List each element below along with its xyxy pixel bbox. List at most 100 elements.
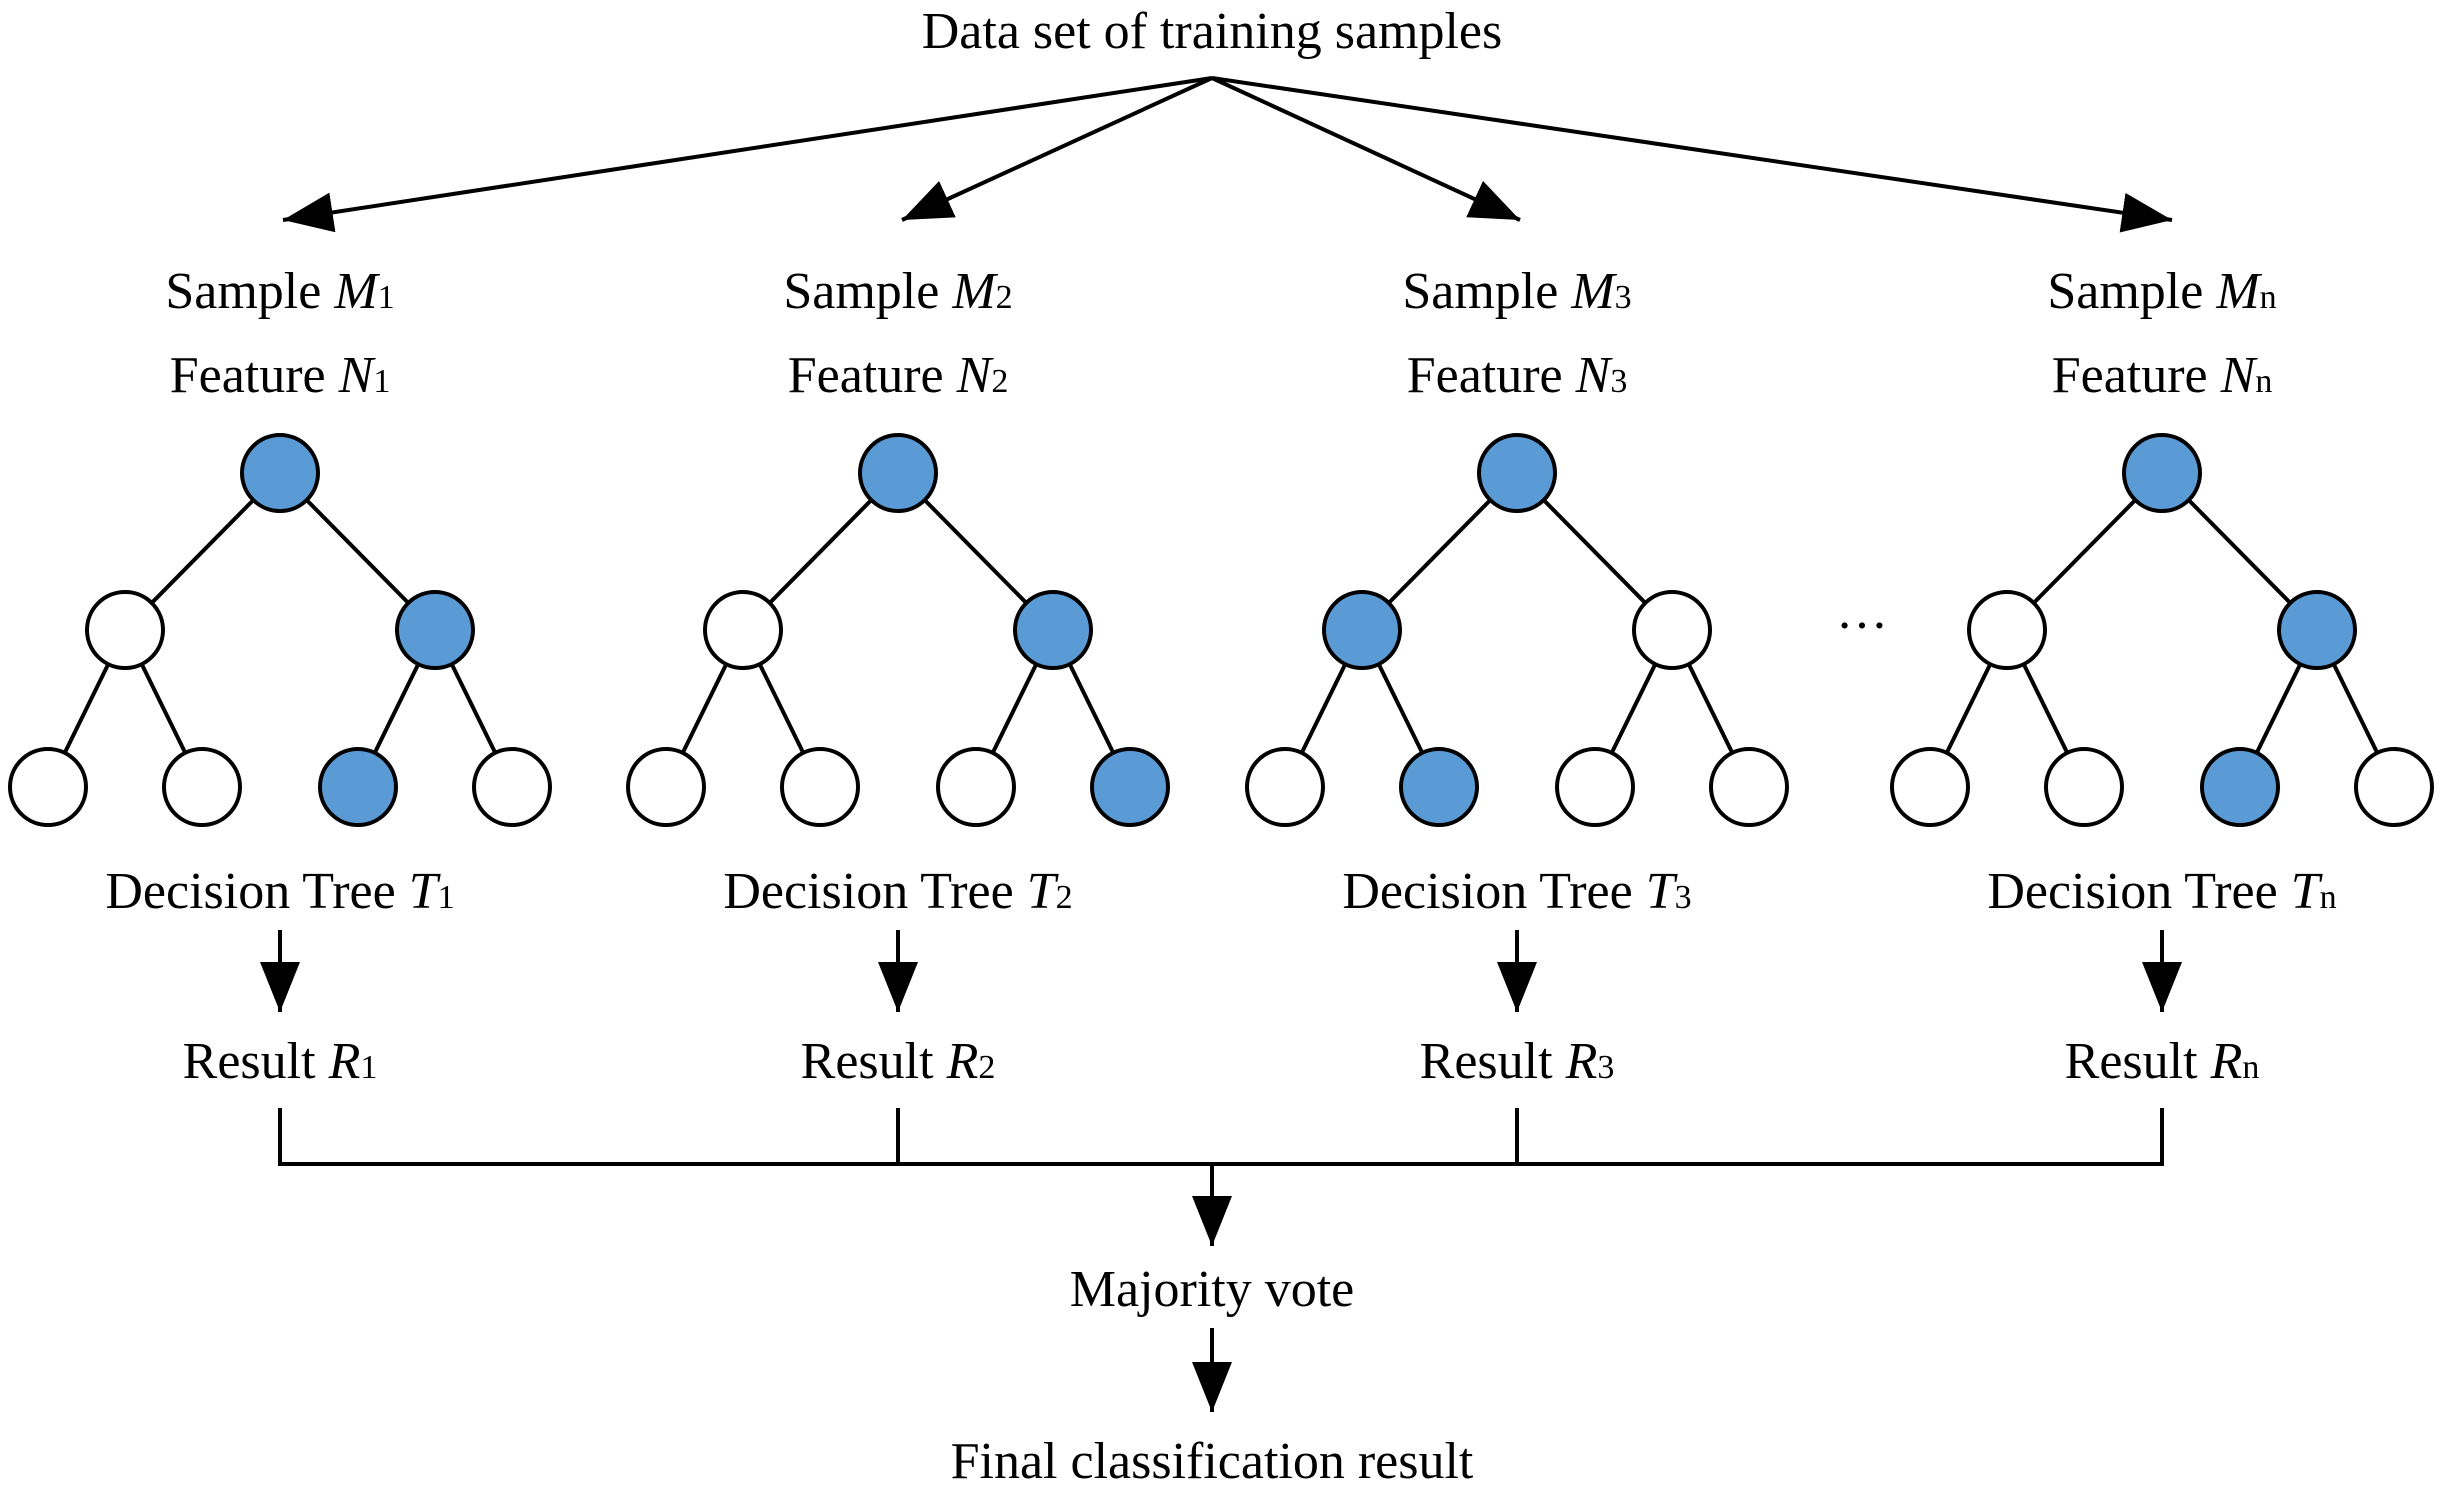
tree-4-node-RR-empty xyxy=(2354,747,2434,827)
sample-1-variable: M xyxy=(333,263,380,320)
tree-2-node-LL-empty xyxy=(626,747,706,827)
tree-4-node-L-empty xyxy=(1967,590,2047,670)
ellipsis: … xyxy=(1836,583,1888,640)
decision-tree-3-variable: T xyxy=(1646,863,1678,920)
sample-2-prefix: Sample xyxy=(783,263,952,320)
dataset-title: Data set of training samples xyxy=(922,3,1503,60)
sample-3-subscript: 3 xyxy=(1615,279,1632,316)
decision-tree-3-prefix: Decision Tree xyxy=(1342,863,1645,920)
tree-4-node-LR-empty xyxy=(2044,747,2124,827)
tree-3-node-root-filled xyxy=(1477,433,1557,513)
result-4-subscript: n xyxy=(2242,1049,2259,1086)
decision-tree-2-prefix: Decision Tree xyxy=(723,863,1026,920)
tree-4-node-root-filled xyxy=(2122,433,2202,513)
decision-tree-2-variable: T xyxy=(1027,863,1059,920)
result-aggregation xyxy=(278,1108,2164,1246)
result-2-label: Result R2 xyxy=(801,1033,996,1090)
feature-1-variable: N xyxy=(338,347,377,404)
result-1-variable: R xyxy=(328,1033,361,1090)
tree-4-node-R-filled xyxy=(2277,590,2357,670)
feature-3-prefix: Feature xyxy=(1407,347,1576,404)
arrow-to-sample-1 xyxy=(282,76,1213,233)
arrow-to-sample-2 xyxy=(901,76,1213,222)
feature-4-label: Feature Nn xyxy=(2052,347,2273,404)
sample-4-label: Sample Mn xyxy=(2047,263,2276,320)
decision-tree-1-label: Decision Tree T1 xyxy=(105,863,454,920)
decision-tree-4-subscript: n xyxy=(2320,879,2337,916)
sample-3-prefix: Sample xyxy=(1402,263,1571,320)
sample-2-variable: M xyxy=(951,263,998,320)
decision-tree-4-variable: T xyxy=(2291,863,2323,920)
tree-3-node-RL-empty xyxy=(1555,747,1635,827)
sample-3-variable: M xyxy=(1570,263,1617,320)
result-2-prefix: Result xyxy=(801,1033,947,1090)
tree-3-node-R-empty xyxy=(1632,590,1712,670)
tree-2-node-R-filled xyxy=(1013,590,1093,670)
feature-1-prefix: Feature xyxy=(170,347,339,404)
feature-1-subscript: 1 xyxy=(373,363,390,400)
feature-2-subscript: 2 xyxy=(991,363,1008,400)
tree-2-node-LR-empty xyxy=(780,747,860,827)
tree-1-node-RL-filled xyxy=(318,747,398,827)
sample-1-label: Sample M1 xyxy=(165,263,394,320)
feature-2-variable: N xyxy=(956,347,995,404)
tree-4-node-RL-filled xyxy=(2200,747,2280,827)
decision-tree-2-label: Decision Tree T2 xyxy=(723,863,1072,920)
result-1-label: Result R1 xyxy=(183,1033,378,1090)
tree-3-node-LR-filled xyxy=(1399,747,1479,827)
result-2-subscript: 2 xyxy=(978,1049,995,1086)
feature-1-label: Feature N1 xyxy=(170,347,391,404)
final-result-label: Final classification result xyxy=(951,1433,1474,1490)
tree-4-node-LL-empty xyxy=(1890,747,1970,827)
tree-2-node-L-empty xyxy=(703,590,783,670)
bootstrap-arrows xyxy=(282,76,2173,233)
feature-4-subscript: n xyxy=(2255,363,2272,400)
result-3-subscript: 3 xyxy=(1597,1049,1614,1086)
result-2-variable: R xyxy=(946,1033,979,1090)
feature-2-prefix: Feature xyxy=(788,347,957,404)
tree-1-node-LL-empty xyxy=(8,747,88,827)
feature-3-label: Feature N3 xyxy=(1407,347,1628,404)
arrow-to-sample-4 xyxy=(1211,76,2173,233)
tree-3-node-RR-empty xyxy=(1709,747,1789,827)
tree-2-node-RR-filled xyxy=(1090,747,1170,827)
result-4-variable: R xyxy=(2210,1033,2243,1090)
decision-tree-1-prefix: Decision Tree xyxy=(105,863,408,920)
tree-2-node-root-filled xyxy=(858,433,938,513)
sample-2-subscript: 2 xyxy=(996,279,1013,316)
tree-1-node-RR-empty xyxy=(472,747,552,827)
result-1-prefix: Result xyxy=(183,1033,329,1090)
tree-1-node-LR-empty xyxy=(162,747,242,827)
sample-4-subscript: n xyxy=(2260,279,2277,316)
decision-tree-2-subscript: 2 xyxy=(1056,879,1073,916)
majority-vote-label: Majority vote xyxy=(1070,1261,1355,1318)
tree-1-node-L-empty xyxy=(85,590,165,670)
decision-tree-4-prefix: Decision Tree xyxy=(1987,863,2290,920)
result-3-prefix: Result xyxy=(1420,1033,1566,1090)
feature-4-variable: N xyxy=(2220,347,2259,404)
sample-3-label: Sample M3 xyxy=(1402,263,1631,320)
sample-1-prefix: Sample xyxy=(165,263,334,320)
sample-1-subscript: 1 xyxy=(378,279,395,316)
decision-tree-3-label: Decision Tree T3 xyxy=(1342,863,1691,920)
feature-3-subscript: 3 xyxy=(1610,363,1627,400)
result-3-variable: R xyxy=(1565,1033,1598,1090)
result-4-label: Result Rn xyxy=(2065,1033,2260,1090)
sample-2-label: Sample M2 xyxy=(783,263,1012,320)
decision-tree-4-label: Decision Tree Tn xyxy=(1987,863,2336,920)
decision-tree-1-variable: T xyxy=(409,863,441,920)
tree-3-node-LL-empty xyxy=(1245,747,1325,827)
tree-1-node-R-filled xyxy=(395,590,475,670)
arrow-to-sample-3 xyxy=(1211,76,1521,222)
feature-2-label: Feature N2 xyxy=(788,347,1009,404)
decision-tree-3-subscript: 3 xyxy=(1675,879,1692,916)
sample-4-prefix: Sample xyxy=(2047,263,2216,320)
tree-1-node-root-filled xyxy=(240,433,320,513)
feature-3-variable: N xyxy=(1575,347,1614,404)
